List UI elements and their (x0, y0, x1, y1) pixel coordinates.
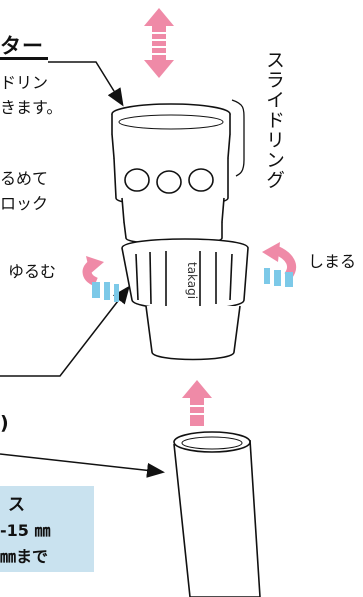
hose-spec-line: ス (8, 495, 25, 515)
hose-spec-box: ス -15 ㎜ ㎜まで (0, 486, 94, 572)
tighten-label: しまる (308, 252, 357, 271)
description-line: ロック (0, 194, 49, 213)
description-line: ドリン (0, 73, 49, 92)
coupling-lower (121, 238, 249, 361)
up-down-arrow-icon (144, 8, 174, 78)
insert-up-arrow-icon (182, 380, 212, 426)
hose-leader-line (0, 453, 165, 478)
loosen-rotation-arrow-icon (82, 256, 119, 302)
brand-label: takagi (185, 262, 199, 299)
loosen-label: ゆるむ (8, 262, 57, 281)
paren-fragment: ) (0, 412, 9, 434)
hose-spec-line: -15 ㎜ (0, 521, 51, 540)
description-line: るめて (0, 169, 49, 188)
tighten-rotation-arrow-icon (262, 242, 296, 287)
slide-ring-bracket (231, 99, 245, 177)
lock-description: るめて ロック (0, 166, 48, 216)
slide-ring-description: ドリン きます。 (0, 70, 62, 120)
lock-leader-line (0, 285, 130, 377)
description-line: きます。 (0, 98, 63, 117)
slide-leader-line (48, 61, 124, 107)
hose-spec-line: ㎜まで (0, 547, 49, 566)
hose (173, 431, 261, 597)
title-underline (0, 57, 48, 60)
coupling-upper (111, 103, 231, 245)
slide-ring-label: スライドリング (263, 50, 285, 190)
section-title: ター (0, 34, 44, 58)
